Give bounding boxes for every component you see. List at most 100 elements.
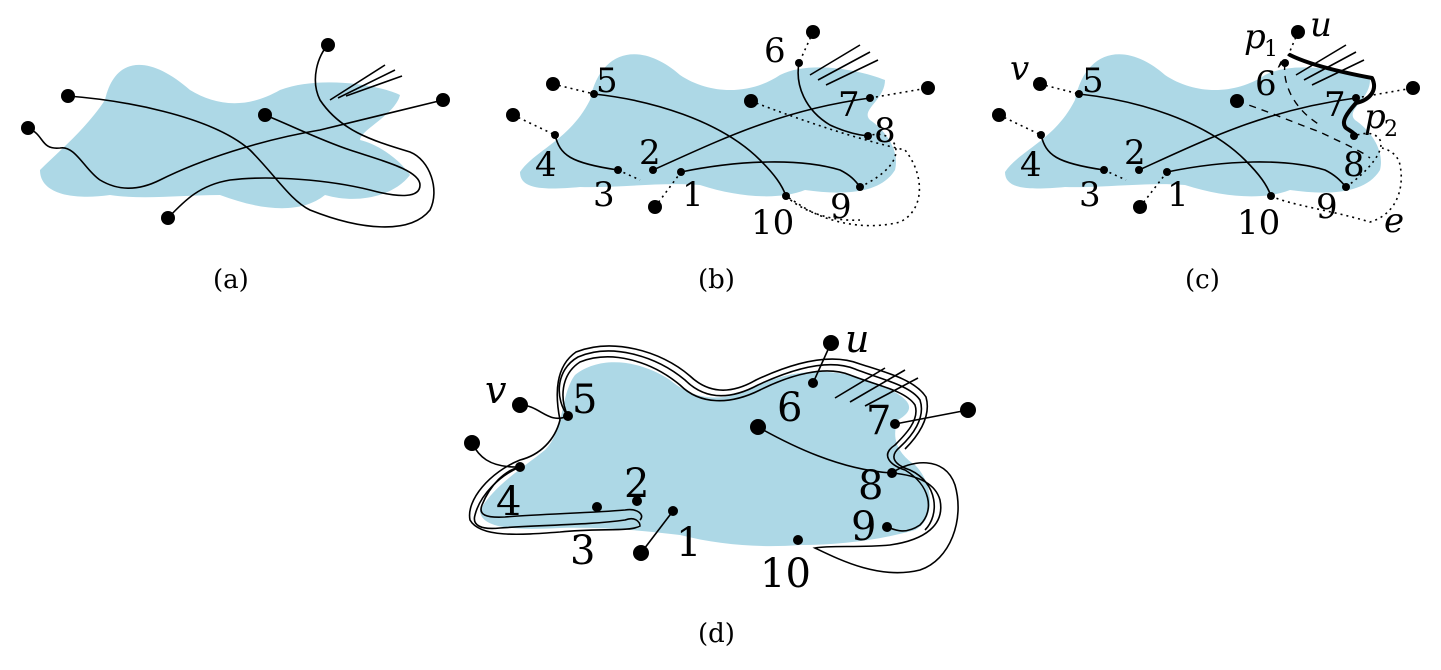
curve-c-5-10 xyxy=(1078,93,1272,197)
region-d xyxy=(480,362,930,547)
dashed-c-6 xyxy=(1283,62,1321,126)
label-d-9: 9 xyxy=(851,504,876,550)
node-b-2 xyxy=(649,166,657,174)
panel-c: v 5 6 ′ 7 8 4 2 3 1 9 10 e u p 1 p 2 (c) xyxy=(992,5,1420,295)
label-c-u: u xyxy=(1310,5,1332,45)
dot-b-l xyxy=(506,108,520,122)
dot-c-b xyxy=(1133,200,1147,214)
strand-d-4 xyxy=(480,466,643,521)
dot-d-l xyxy=(464,435,480,451)
caption-a: (a) xyxy=(213,265,249,295)
dotted-b-5 xyxy=(552,83,595,95)
node-d-2 xyxy=(632,496,642,506)
label-d-4: 4 xyxy=(496,479,521,525)
hatch-c xyxy=(1295,44,1365,86)
label-b-5: 5 xyxy=(596,61,618,101)
curve-a-3 xyxy=(167,114,421,219)
node-c-3 xyxy=(1100,166,1108,174)
node-c-2 xyxy=(1135,166,1143,174)
panel-b: 5 6 7 8 4 2 3 1 9 10 (b) xyxy=(506,25,935,295)
label-b-9: 9 xyxy=(830,187,852,227)
node-d-4 xyxy=(515,462,525,472)
hatch-d xyxy=(834,367,919,407)
node-c-10 xyxy=(1267,192,1275,200)
dotted-c-9 xyxy=(1345,132,1382,188)
dot-d-inner xyxy=(750,419,766,435)
label-c-2: 2 xyxy=(1124,133,1146,173)
strand-d-1 xyxy=(562,356,930,532)
dot-d-v xyxy=(512,397,528,413)
label-d-10: 10 xyxy=(760,551,811,597)
curve-c-4-3 xyxy=(1040,134,1105,171)
panel-d: u v 5 6 7 8 4 2 3 1 9 10 (d) xyxy=(464,317,976,649)
label-c-9: 9 xyxy=(1316,187,1338,227)
dotted-b-inner xyxy=(750,100,921,227)
label-c-5: 5 xyxy=(1082,61,1104,101)
node-b-3 xyxy=(614,166,622,174)
dot-a-4 xyxy=(258,108,272,122)
dot-a-2 xyxy=(21,121,35,135)
label-c-p2-sub: 2 xyxy=(1384,117,1398,142)
curve-a-2 xyxy=(27,99,444,190)
label-d-6: 6 xyxy=(777,385,802,431)
dot-b-top xyxy=(806,25,820,39)
node-d-10 xyxy=(793,535,803,545)
label-c-6-prime: ′ xyxy=(1277,55,1285,95)
dotted-c-7 xyxy=(1355,87,1414,99)
label-b-2: 2 xyxy=(639,133,661,173)
node-d-1 xyxy=(668,506,678,516)
node-b-5 xyxy=(590,90,598,98)
dot-a-6 xyxy=(436,93,450,107)
label-c-6: 6 xyxy=(1255,64,1277,104)
panel-a: (a) xyxy=(21,38,450,295)
curve-a-1 xyxy=(67,44,435,228)
node-c-8 xyxy=(1350,132,1358,140)
node-c-7 xyxy=(1352,94,1360,102)
node-c-9 xyxy=(1342,183,1350,191)
dot-a-1 xyxy=(61,89,75,103)
label-c-3: 3 xyxy=(1079,175,1101,215)
label-d-2: 2 xyxy=(624,461,649,507)
dot-b-r xyxy=(921,81,935,95)
label-c-p2: p xyxy=(1364,97,1386,137)
label-c-v: v xyxy=(1010,49,1029,89)
curve-d-7 xyxy=(894,409,969,425)
hatch-a xyxy=(329,64,403,101)
label-c-4: 4 xyxy=(1020,145,1042,185)
node-d-8 xyxy=(887,468,897,478)
label-b-3: 3 xyxy=(593,175,615,215)
strand-d-3 xyxy=(468,345,929,536)
dashed-c-inner xyxy=(1236,100,1371,159)
curve-d-1 xyxy=(640,510,674,554)
curve-c-2-7 xyxy=(1138,97,1357,171)
curve-b-2-7 xyxy=(652,97,871,171)
dotted-c-4 xyxy=(998,114,1042,136)
dotted-b-4 xyxy=(512,114,556,136)
node-d-5 xyxy=(563,411,573,421)
curve-b-6-8 xyxy=(797,62,869,137)
node-b-10 xyxy=(782,192,790,200)
dot-b-tl xyxy=(546,77,560,91)
label-b-8: 8 xyxy=(874,111,896,151)
node-c-4 xyxy=(1037,131,1045,139)
dotted-b-9 xyxy=(859,133,897,188)
label-b-6: 6 xyxy=(764,31,786,71)
dot-d-b xyxy=(633,545,649,561)
label-b-7: 7 xyxy=(838,85,860,125)
curve-d-inner xyxy=(757,426,893,474)
label-b-10: 10 xyxy=(751,203,794,243)
thick-path-c xyxy=(1288,53,1376,138)
strand-d-2 xyxy=(558,350,936,531)
dotted-c-1 xyxy=(1139,171,1168,208)
node-d-9 xyxy=(882,522,892,532)
node-c-p1 xyxy=(1281,59,1289,67)
node-b-6 xyxy=(795,59,803,67)
loop-d-right xyxy=(812,462,959,574)
dotted-b-1 xyxy=(654,171,682,208)
label-c-p1-sub: 1 xyxy=(1264,37,1278,62)
dotted-b-7 xyxy=(869,87,929,99)
caption-d: (d) xyxy=(698,619,735,649)
label-d-3: 3 xyxy=(570,528,595,574)
dot-c-r xyxy=(1406,81,1420,95)
